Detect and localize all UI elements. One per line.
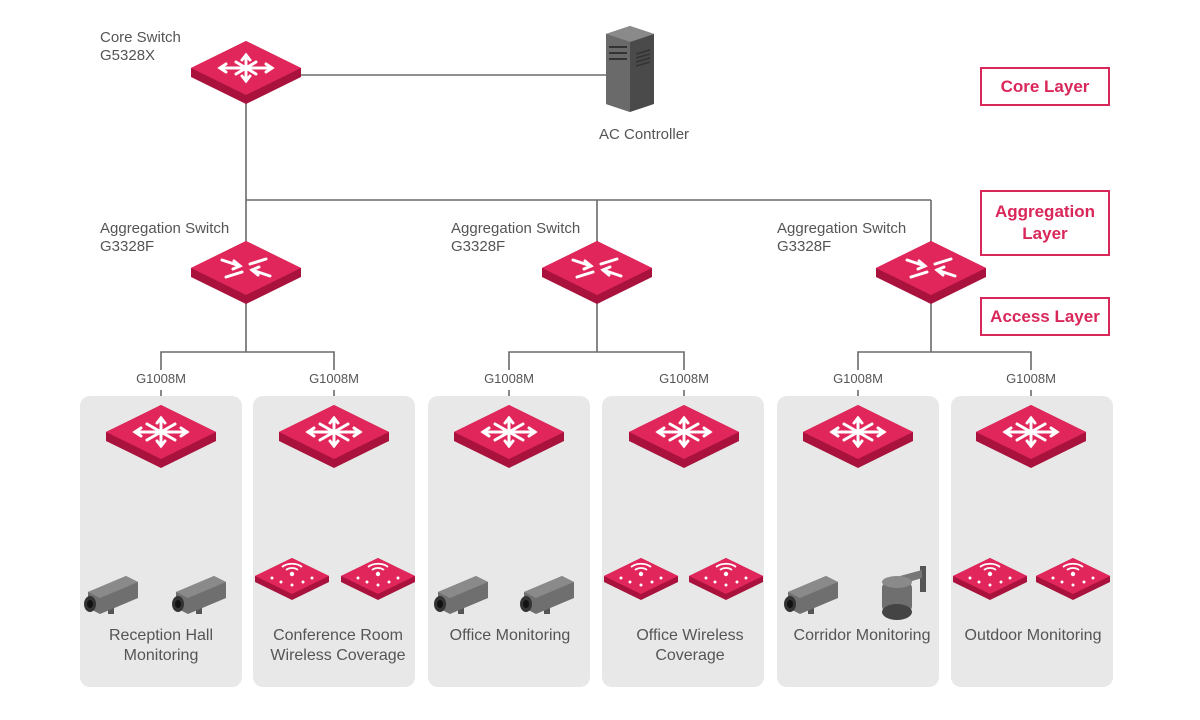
core-switch-title: Core Switch — [100, 29, 181, 46]
access-layer-badge: Access Layer — [980, 297, 1110, 336]
aggregation-switch-1-label: Aggregation Switch G3328F — [100, 220, 229, 256]
access-switch-3-label: G1008M — [484, 371, 534, 386]
access-point-icon — [254, 557, 330, 601]
aggregation-switch-model: G3328F — [777, 238, 832, 255]
agg1-access-bus — [160, 351, 335, 370]
agg2-access-bus — [508, 351, 685, 370]
agg3-access-bus — [857, 351, 1032, 370]
bullet-camera-icon — [172, 576, 226, 614]
access-switch-6-label: G1008M — [1006, 371, 1056, 386]
access-switch-6-icon — [976, 405, 1086, 468]
access-switch-2-icon — [279, 405, 389, 468]
ac-controller-server-icon — [605, 25, 655, 113]
aggregation-switch-title: Aggregation Switch — [777, 220, 907, 237]
aggregation-layer-badge: Aggregation Layer — [980, 190, 1110, 256]
aggregation-switch-title: Aggregation Switch — [451, 220, 581, 237]
group-name-outdoor: Outdoor Monitoring — [964, 627, 1102, 644]
access-point-icon — [340, 557, 416, 601]
bullet-camera-icon — [784, 576, 838, 614]
aggregation-switch-title: Aggregation Switch — [100, 220, 230, 237]
aggregation-switch-3-label: Aggregation Switch G3328F — [777, 220, 906, 256]
group-name-office-monitoring: Office Monitoring — [449, 627, 571, 644]
access-point-icon — [603, 557, 679, 601]
access-point-icon — [1035, 557, 1111, 601]
aggregation-switch-2-label: Aggregation Switch G3328F — [451, 220, 580, 256]
group-name-conference: Conference Room Wireless Coverage — [270, 627, 406, 664]
access-switch-3-icon — [454, 405, 564, 468]
bullet-camera-icon — [520, 576, 574, 614]
group-name-corridor: Corridor Monitoring — [793, 627, 931, 644]
bullet-camera-icon — [84, 576, 138, 614]
access-switch-1-icon — [106, 405, 216, 468]
core-layer-badge: Core Layer — [980, 67, 1110, 106]
core-switch-icon — [191, 41, 301, 104]
aggregation-switch-model: G3328F — [100, 238, 155, 255]
aggregation-switch-model: G3328F — [451, 238, 506, 255]
core-switch-label: Core Switch G5328X — [100, 29, 181, 65]
access-point-icon — [952, 557, 1028, 601]
bullet-camera-icon — [434, 576, 488, 614]
group-name-reception: Reception Hall Monitoring — [108, 627, 214, 664]
access-switch-2-label: G1008M — [309, 371, 359, 386]
access-switch-1-label: G1008M — [136, 371, 186, 386]
access-switch-5-label: G1008M — [833, 371, 883, 386]
dome-camera-icon — [882, 566, 926, 620]
access-switch-4-icon — [629, 405, 739, 468]
ac-controller-label: AC Controller — [599, 126, 690, 143]
group-name-office-wireless: Office Wireless Coverage — [636, 627, 744, 664]
access-switch-4-label: G1008M — [659, 371, 709, 386]
access-switch-5-icon — [803, 405, 913, 468]
core-switch-model: G5328X — [100, 47, 156, 64]
access-point-icon — [688, 557, 764, 601]
